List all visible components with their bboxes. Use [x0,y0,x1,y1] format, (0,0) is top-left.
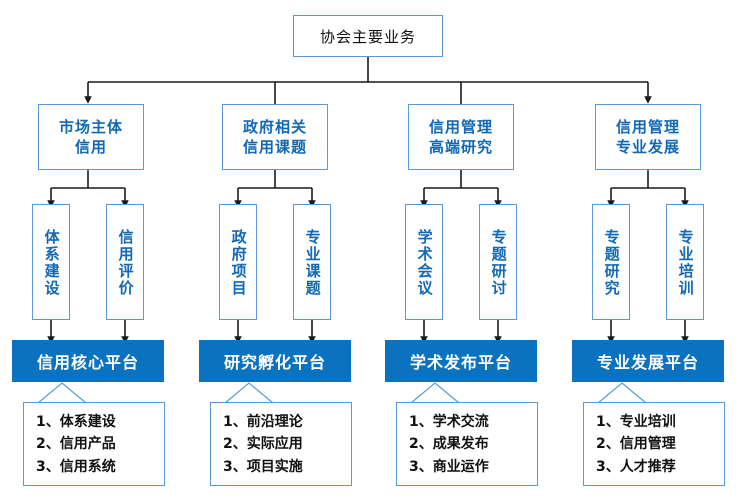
platform-1-label: 信用核心平台 [36,353,139,372]
callout-1-item-3: 3、信用系统 [36,456,164,478]
callout-3-item-3-text: 商业运作 [432,458,489,475]
platform-node-3[interactable]: 学术发布平台 [385,340,537,382]
callout-2-item-3-text: 项目实施 [246,458,303,475]
callout-2-item-3-number: 3、 [223,458,247,475]
callout-2-item-1-text: 前沿理论 [246,414,303,431]
callout-3-item-3: 3、商业运作 [409,456,537,478]
callout-3-item-2: 2、成果发布 [409,433,537,455]
category-3-line2: 高端研究 [428,138,493,156]
platform-3-label: 学术发布平台 [409,353,512,372]
platform-2-label: 研究孵化平台 [223,353,326,372]
subitem-node-5[interactable]: 学术会议 [405,204,443,320]
category-2-line1: 政府相关 [242,117,307,136]
subitem-node-4[interactable]: 专业课题 [293,204,331,320]
callout-3-item-2-text: 成果发布 [432,436,489,453]
category-1-line1: 市场主体 [58,117,123,136]
subitem-3-label: 政府项目 [229,229,248,297]
callout-box-2[interactable]: 1、前沿理论 2、实际应用 3、项目实施 [210,402,352,486]
callout-4-item-3-number: 3、 [596,458,620,475]
callout-3-item-1: 1、学术交流 [409,411,537,433]
callout-4-item-1-number: 1、 [596,414,620,431]
category-1-line2: 信用 [74,138,107,156]
root-node[interactable]: 协会主要业务 [293,15,443,57]
callout-3-item-1-text: 学术交流 [432,414,489,431]
callout-4-item-2: 2、信用管理 [596,433,724,455]
callout-3-item-2-number: 2、 [409,436,433,453]
callout-1-item-2: 2、信用产品 [36,433,164,455]
category-node-1[interactable]: 市场主体 信用 [38,104,144,170]
subitem-node-8[interactable]: 专业培训 [666,204,704,320]
callout-2-item-2-number: 2、 [223,436,247,453]
callout-1-item-1-text: 体系建设 [59,414,116,431]
subitem-node-6[interactable]: 专题研讨 [479,204,517,320]
callout-1-item-2-number: 2、 [36,436,60,453]
callout-4-item-1: 1、专业培训 [596,411,724,433]
callout-box-4[interactable]: 1、专业培训 2、信用管理 3、人才推荐 [583,402,725,486]
platform-node-4[interactable]: 专业发展平台 [572,340,724,382]
subitem-node-2[interactable]: 信用评价 [106,204,144,320]
callout-4-item-3: 3、人才推荐 [596,456,724,478]
callout-3-item-3-number: 3、 [409,458,433,475]
subitem-4-label: 专业课题 [303,229,322,297]
callout-4-item-2-text: 信用管理 [619,436,676,453]
subitem-1-label: 体系建设 [42,229,61,297]
subitem-8-label: 专业培训 [676,229,695,297]
callout-3-item-1-number: 1、 [409,414,433,431]
category-node-3[interactable]: 信用管理 高端研究 [408,104,514,170]
subitem-node-3[interactable]: 政府项目 [219,204,257,320]
subitem-2-label: 信用评价 [116,229,135,297]
subitem-node-1[interactable]: 体系建设 [32,204,70,320]
platform-4-label: 专业发展平台 [596,353,699,372]
callout-1-item-1: 1、体系建设 [36,411,164,433]
callout-box-1[interactable]: 1、体系建设 2、信用产品 3、信用系统 [23,402,165,486]
callout-2-item-1: 1、前沿理论 [223,411,351,433]
category-4-line2: 专业发展 [615,138,680,156]
platform-node-2[interactable]: 研究孵化平台 [199,340,351,382]
callout-4-item-1-text: 专业培训 [619,414,676,431]
callout-2-item-3: 3、项目实施 [223,456,351,478]
callout-1-item-3-text: 信用系统 [59,458,116,475]
category-4-line1: 信用管理 [615,117,680,136]
callout-1-item-3-number: 3、 [36,458,60,475]
category-3-line1: 信用管理 [428,117,493,136]
platform-node-1[interactable]: 信用核心平台 [12,340,164,382]
category-node-4[interactable]: 信用管理 专业发展 [595,104,701,170]
subitem-5-label: 学术会议 [415,229,434,297]
callout-box-3[interactable]: 1、学术交流 2、成果发布 3、商业运作 [396,402,538,486]
callout-1-item-2-text: 信用产品 [59,436,116,453]
callout-2-item-1-number: 1、 [223,414,247,431]
callout-2-item-2: 2、实际应用 [223,433,351,455]
category-2-line2: 信用课题 [242,138,307,156]
callout-4-item-3-text: 人才推荐 [619,458,676,475]
subitem-node-7[interactable]: 专题研究 [592,204,630,320]
subitem-7-label: 专题研究 [602,229,621,297]
root-node-label: 协会主要业务 [319,27,416,46]
callout-1-item-1-number: 1、 [36,414,60,431]
category-node-2[interactable]: 政府相关 信用课题 [222,104,328,170]
callout-2-item-2-text: 实际应用 [246,436,303,453]
callout-4-item-2-number: 2、 [596,436,620,453]
subitem-6-label: 专题研讨 [489,229,508,297]
